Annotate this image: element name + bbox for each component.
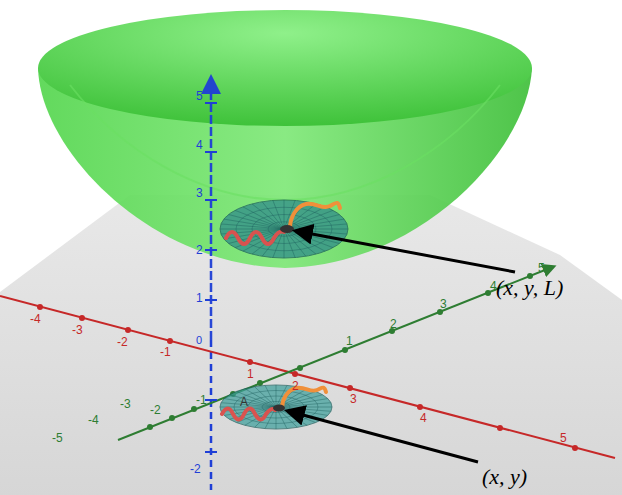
y-axis — [118, 268, 550, 440]
point-label: (x, y, L) — [496, 277, 563, 299]
tick-label: 5 — [196, 90, 203, 102]
tick-label: 0 — [196, 335, 202, 346]
z-axis-upper — [210, 84, 213, 340]
xy-plane — [0, 195, 622, 495]
tick-label: -3 — [72, 324, 83, 336]
tick-label: -4 — [88, 414, 99, 426]
tick-label: 3 — [440, 298, 447, 310]
tick-label: -4 — [30, 313, 41, 325]
tick-label: 1 — [346, 335, 353, 347]
lower-disk — [220, 385, 332, 429]
tick-label: -1 — [160, 346, 171, 358]
tick-label: 4 — [196, 139, 203, 151]
tick-label: -2 — [150, 404, 161, 416]
tick-label: -1 — [196, 394, 207, 406]
z-axis-lower — [210, 340, 213, 490]
axis-ticks — [37, 273, 578, 451]
x-axis — [0, 296, 615, 458]
paraboloid-shade — [70, 85, 500, 200]
tick-label: 5 — [538, 262, 545, 274]
z-axis-ticks — [205, 103, 217, 452]
tick-label: -2 — [190, 463, 201, 475]
tick-label: -2 — [117, 336, 128, 348]
tick-label: 2 — [390, 318, 397, 330]
tick-label: 3 — [196, 187, 203, 199]
tick-label: 5 — [560, 432, 567, 444]
tick-label: -3 — [120, 398, 131, 410]
paraboloid-rim — [38, 10, 532, 126]
tick-label: 2 — [196, 244, 203, 256]
tick-label: A — [240, 396, 248, 408]
tick-label: -5 — [52, 432, 63, 444]
point-label: (x, y) — [482, 466, 527, 488]
leader-arrow — [288, 411, 478, 462]
upper-disk — [220, 200, 348, 258]
tick-label: 2 — [292, 380, 299, 392]
tick-label: 4 — [490, 280, 497, 292]
tick-label: 3 — [350, 393, 357, 405]
leader-arrow — [296, 231, 515, 272]
tick-label: 1 — [247, 368, 254, 380]
tick-label: 1 — [196, 292, 203, 304]
tick-label: 4 — [420, 412, 427, 424]
